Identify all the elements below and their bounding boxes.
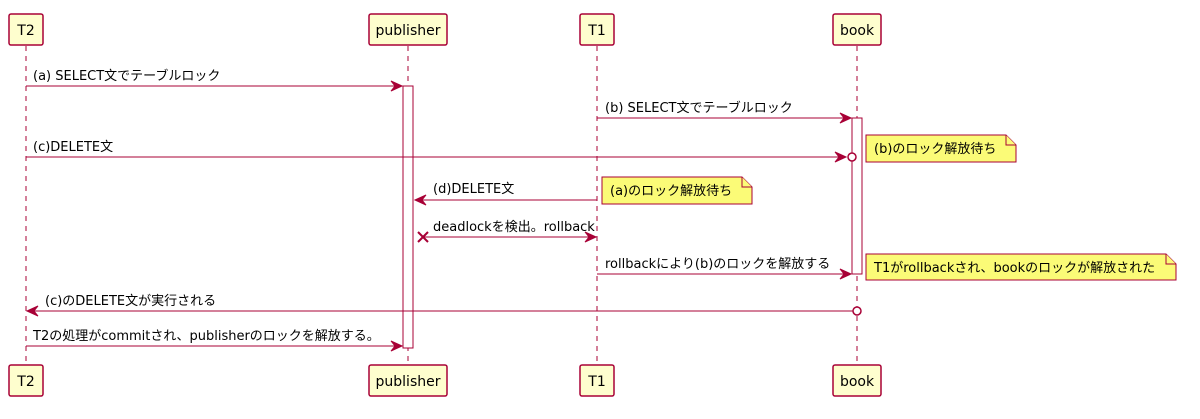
note-a-waiting: (a)のロック解放待ち (601, 176, 753, 205)
blocked-circle-icon (847, 152, 857, 162)
participant-label: book (840, 23, 875, 39)
origin-circle-icon (852, 306, 862, 316)
message-c-executed: (c)のDELETE文が実行される (25, 293, 862, 317)
participant-t1-top: T1 (579, 13, 615, 46)
message-label: (d)DELETE文 (433, 182, 514, 197)
activation-book (851, 117, 863, 275)
participant-label: publisher (376, 374, 441, 390)
note-b-waiting: (b)のロック解放待ち (865, 134, 1017, 163)
message-rollback-release: rollbackにより(b)のロックを解放する (597, 257, 853, 280)
note-label: T1がrollbackされ、bookのロックが解放された (873, 261, 1155, 276)
participant-publisher-top: publisher (368, 13, 448, 46)
participant-publisher-bottom: publisher (368, 364, 448, 397)
message-label: rollbackにより(b)のロックを解放する (605, 257, 830, 272)
participant-label: T2 (16, 374, 34, 390)
message-deadlock-rollback: deadlockを検出。rollback (417, 220, 598, 243)
participant-label: T1 (587, 23, 605, 39)
message-d-delete: (d)DELETE文 (413, 182, 597, 206)
message-b-select: (b) SELECT文でテーブルロック (597, 100, 853, 124)
activation-publisher (402, 85, 414, 349)
message-label: (b) SELECT文でテーブルロック (605, 100, 793, 116)
participant-label: publisher (376, 23, 441, 39)
message-commit: T2の処理がcommitされ、publisherのロックを解放する。 (26, 329, 404, 352)
message-a-select: (a) SELECT文でテーブルロック (26, 68, 404, 92)
participant-t2-bottom: T2 (8, 364, 44, 397)
message-label: (c)のDELETE文が実行される (45, 293, 216, 309)
participant-label: book (840, 374, 875, 390)
participant-book-top: book (832, 13, 882, 46)
message-c-delete: (c)DELETE文 (26, 140, 857, 163)
note-t1-rollback: T1がrollbackされ、bookのロックが解放された (865, 253, 1177, 281)
note-label: (a)のロック解放待ち (610, 184, 732, 199)
participant-t1-bottom: T1 (579, 364, 615, 397)
message-label: (a) SELECT文でテーブルロック (33, 68, 220, 84)
message-label: T2の処理がcommitされ、publisherのロックを解放する。 (32, 329, 380, 344)
participant-label: T2 (16, 23, 34, 39)
participant-t2-top: T2 (8, 13, 44, 46)
participant-label: T1 (587, 374, 605, 390)
message-label: deadlockを検出。rollback (433, 220, 595, 235)
participant-book-bottom: book (832, 364, 882, 397)
note-label: (b)のロック解放待ち (874, 142, 996, 157)
message-label: (c)DELETE文 (33, 140, 113, 155)
